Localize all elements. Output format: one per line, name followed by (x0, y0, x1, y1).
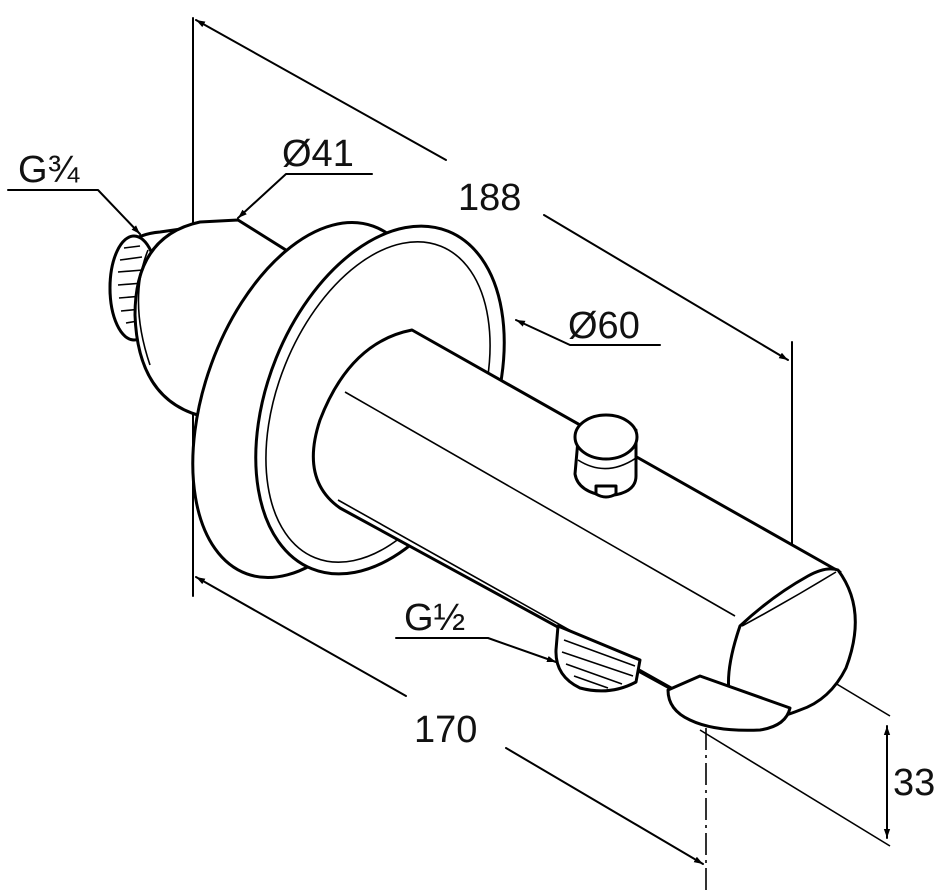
dimension-lines (7, 19, 891, 865)
diverter-knob (573, 413, 639, 499)
label-outlet-height: 33 (893, 762, 935, 804)
label-thread-inlet: G¾ (18, 149, 81, 191)
label-rosette-diameter: Ø60 (568, 305, 640, 347)
label-projection-length: 170 (414, 709, 477, 751)
label-overall-length: 188 (458, 177, 521, 219)
label-thread-outlet: G½ (404, 597, 465, 639)
label-body-diameter: Ø41 (282, 133, 354, 175)
outlet-thread (554, 624, 642, 693)
spout-arm (311, 328, 857, 732)
spout-body (108, 218, 857, 732)
dimension-labels: G¾ Ø41 188 Ø60 G½ 170 33 (18, 133, 935, 804)
